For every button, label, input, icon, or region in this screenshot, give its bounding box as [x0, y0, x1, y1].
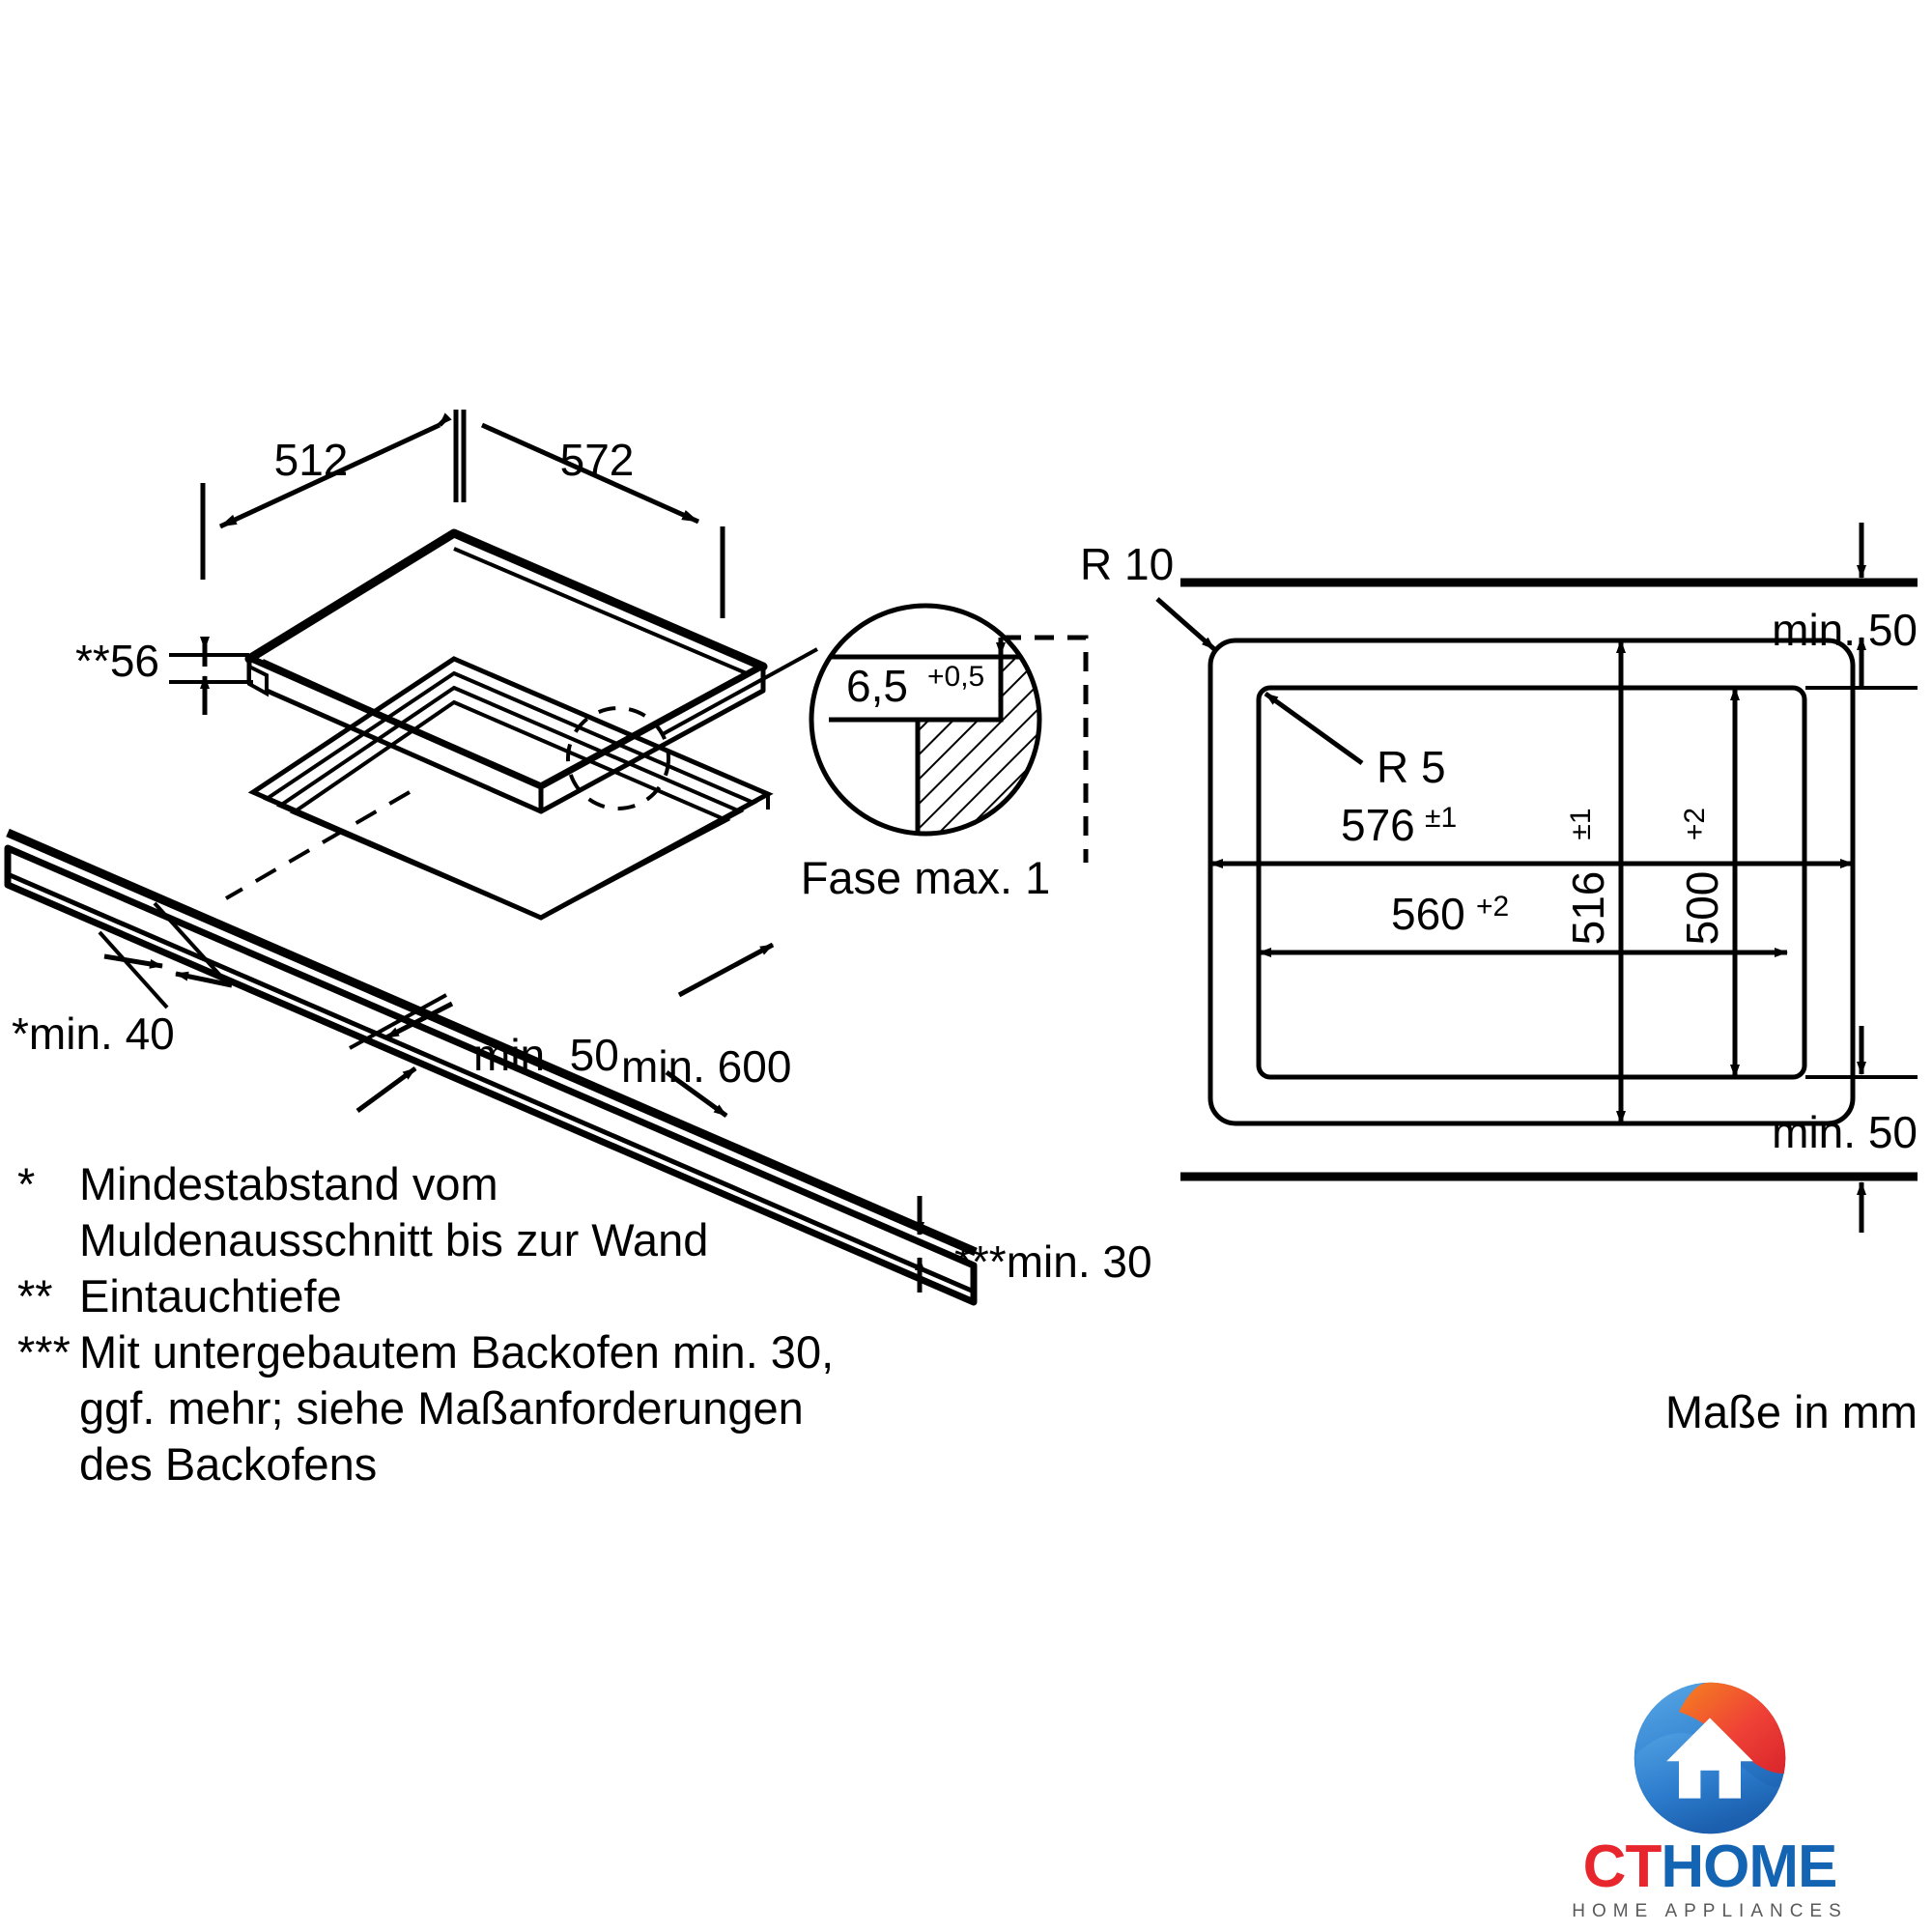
- dim-min-50-top: min. 50: [1772, 523, 1918, 690]
- dim-56: **56: [75, 636, 253, 715]
- dim-min-50-bottom: min. 50: [1772, 1026, 1918, 1233]
- dim-min-30-label: ***min. 30: [954, 1236, 1152, 1287]
- dim-min-40-label: *min. 40: [12, 1009, 175, 1059]
- dim-min-50-front-label: min. 50: [473, 1030, 619, 1080]
- dim-min-50-top-label: min. 50: [1772, 605, 1918, 655]
- dim-500-tolerance: +2: [1679, 808, 1711, 840]
- worktop-isometric-view: *min. 40 min. 50 min. 600 ***min. 30: [4, 647, 1152, 1306]
- dim-516-tolerance: ±1: [1565, 808, 1597, 839]
- detail-caption: Fase max. 1: [801, 852, 1051, 903]
- units-note: Maße in mm: [1665, 1386, 1918, 1437]
- footnote-1-marker: *: [17, 1158, 35, 1209]
- logo-tagline: HOME APPLIANCES: [1572, 1901, 1848, 1921]
- dim-500-label: 500: [1677, 871, 1727, 946]
- cutout-outer-rect: [1208, 638, 1856, 1126]
- detail-bracket: [1002, 635, 1089, 863]
- hob-glass-plate: [244, 528, 768, 814]
- dim-512: 512: [200, 410, 459, 580]
- footnote-3-line2: ggf. mehr; siehe Maßanforderungen: [79, 1382, 804, 1434]
- dim-576: 576 ±1: [1209, 800, 1854, 868]
- worktop-cutout-opening: [247, 656, 774, 921]
- dim-560-label: 560: [1391, 889, 1465, 939]
- detail-callout-circle-source: [566, 706, 670, 810]
- dim-min-50-bottom-label: min. 50: [1772, 1107, 1918, 1157]
- dim-min-600: min. 600: [621, 942, 791, 1119]
- dim-500: 500 +2: [1677, 687, 1740, 1078]
- dim-min-30: ***min. 30: [915, 1196, 1152, 1293]
- footnotes-block: * Mindestabstand vom Muldenausschnitt bi…: [17, 1158, 834, 1490]
- logo-wordmark: CTHOME: [1488, 1837, 1932, 1897]
- radius-r5-label: R 5: [1377, 742, 1446, 792]
- footnote-1-line2: Muldenausschnitt bis zur Wand: [79, 1214, 708, 1265]
- detail-thickness-label: 6,5: [846, 661, 908, 711]
- dim-min-50-front: min. 50: [349, 993, 619, 1114]
- dim-min-40: *min. 40: [12, 901, 233, 1059]
- dim-min-600-label: min. 600: [621, 1041, 791, 1092]
- footnote-2-line1: Eintauchtiefe: [79, 1270, 342, 1321]
- dim-512-label: 512: [274, 435, 349, 485]
- footnote-1-line1: Mindestabstand vom: [79, 1158, 498, 1209]
- hob-isometric-view: 572 512 **56: [75, 410, 768, 900]
- dim-576-tolerance: ±1: [1425, 802, 1457, 834]
- footnote-3-marker: ***: [17, 1326, 71, 1378]
- dim-516-label: 516: [1563, 871, 1613, 946]
- hob-cutout-leader: [224, 790, 412, 900]
- logo-brand-home: HOME: [1661, 1833, 1837, 1900]
- radius-r10-callout: R 10: [1080, 539, 1216, 651]
- detail-magnified-view: 6,5 +0,5 Fase max. 1: [801, 603, 1089, 903]
- footnote-3-line1: Mit untergebautem Backofen min. 30,: [79, 1326, 834, 1378]
- detail-callout-leader: [662, 647, 818, 736]
- logo-brand-ct: CT: [1582, 1833, 1662, 1900]
- cthome-logo: CTHOME HOME APPLIANCES: [1488, 1681, 1932, 1922]
- cutout-inner-rect: [1256, 685, 1807, 1080]
- dim-560: 560 +2: [1258, 889, 1788, 957]
- cutout-plan-view: R 10 R 5 576 ±1 560 +2 516: [1080, 523, 1918, 1233]
- house-in-circle-logo: [1634, 1682, 1786, 1834]
- detail-thickness-tolerance: +0,5: [927, 661, 984, 693]
- dim-560-tolerance: +2: [1476, 891, 1509, 923]
- footnote-3-line3: des Backofens: [79, 1438, 377, 1490]
- footnote-2-marker: **: [17, 1270, 53, 1321]
- dim-576-label: 576: [1341, 800, 1415, 850]
- radius-r5-callout: R 5: [1264, 691, 1446, 792]
- radius-r10-label: R 10: [1080, 539, 1174, 589]
- dim-56-label: **56: [75, 636, 159, 686]
- dim-516: 516 ±1: [1563, 639, 1626, 1124]
- dim-572-label: 572: [560, 435, 635, 485]
- dim-572: 572: [461, 410, 725, 618]
